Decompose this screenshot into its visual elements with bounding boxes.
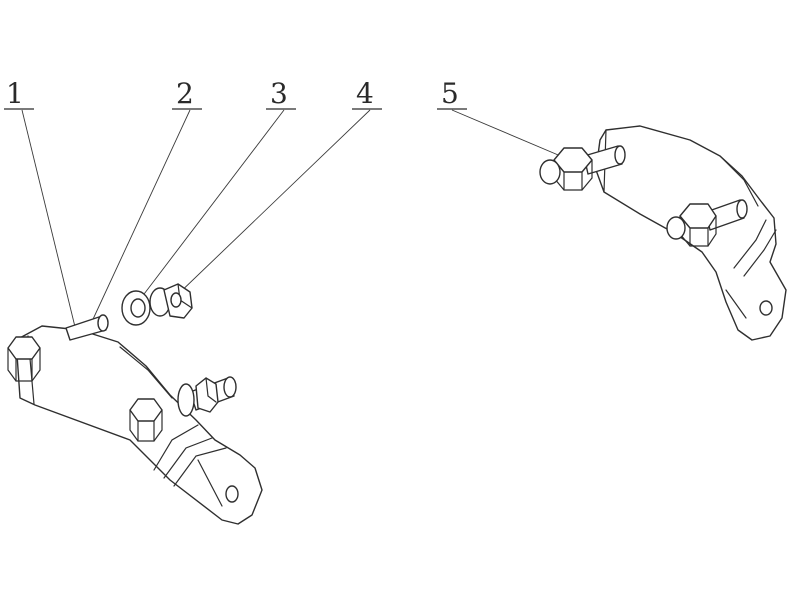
nut-part-4 xyxy=(149,283,193,319)
washer-part-3 xyxy=(121,290,151,326)
callout-3-number: 3 xyxy=(270,77,288,110)
leader-line-2 xyxy=(87,109,191,331)
callout-1-number: 1 xyxy=(6,77,24,110)
right-lower-bolt xyxy=(666,199,748,247)
left-bracket-plate xyxy=(15,325,263,525)
left-bolt-head-1 xyxy=(7,336,41,382)
callout-5: 5 xyxy=(437,77,467,110)
right-mounting-hole xyxy=(759,300,773,316)
left-pin xyxy=(65,314,109,341)
callout-2: 2 xyxy=(172,77,202,110)
callout-2-number: 2 xyxy=(176,77,194,110)
left-mounting-hole xyxy=(225,485,239,503)
callout-1: 1 xyxy=(4,77,34,110)
callout-4: 4 xyxy=(352,77,382,110)
leader-line-5 xyxy=(451,109,571,161)
leader-line-4 xyxy=(171,109,371,301)
callout-4-number: 4 xyxy=(356,77,374,110)
callout-3: 3 xyxy=(266,77,296,110)
left-stud-nut xyxy=(177,376,237,417)
leader-line-3 xyxy=(137,109,285,303)
left-bolt-head-2 xyxy=(129,398,163,442)
callout-5-number: 5 xyxy=(441,77,459,110)
right-upper-bolt xyxy=(539,145,626,191)
